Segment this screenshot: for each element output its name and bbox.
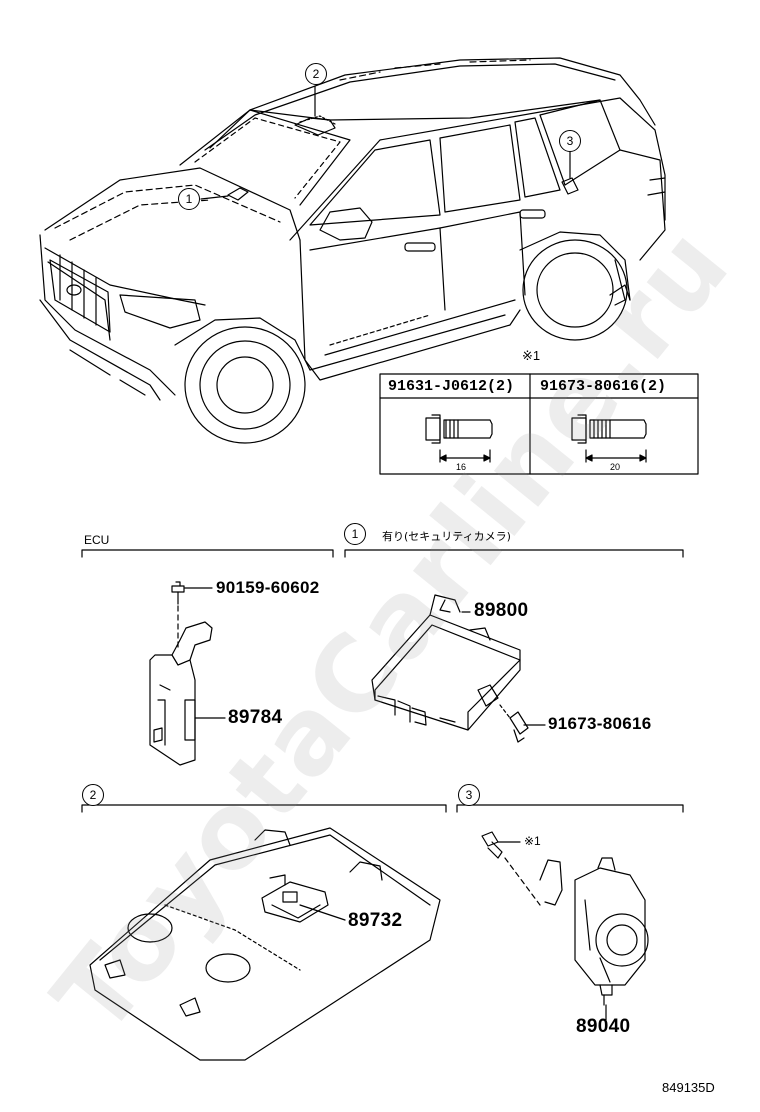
bolt-note-mark: ※1 [524, 834, 541, 848]
section-brackets [81, 549, 684, 813]
bolt-table-col1-part: 91631-J0612(2) [388, 378, 515, 395]
section-1-callout: 1 [344, 523, 366, 545]
section-1-title: 有り(セキュリティカメラ) [382, 530, 511, 543]
bolt-table [379, 373, 699, 475]
callout-1: 1 [178, 188, 200, 210]
note-mark: ※1 [522, 348, 541, 363]
section-ecu-title: ECU [84, 533, 110, 547]
part-89040[interactable]: 89040 [576, 1016, 631, 1037]
bolt-table-col1-dim: 16 [456, 462, 467, 472]
part-90159-60602[interactable]: 90159-60602 [216, 578, 320, 597]
bolt-table-col2-dim: 20 [610, 462, 621, 472]
diagram-code: 849135D [662, 1080, 715, 1095]
section-3-callout: 3 [458, 784, 480, 806]
callout-3: 3 [559, 130, 581, 152]
leader-lines [184, 587, 607, 1021]
part-91673-80616[interactable]: 91673-80616 [548, 714, 652, 733]
callout-2: 2 [305, 63, 327, 85]
overhead-console-drawing [89, 827, 441, 1061]
bolt-16-drawing [425, 414, 493, 463]
part-89732[interactable]: 89732 [348, 910, 403, 931]
bolt-table-col2-part: 91673-80616(2) [540, 378, 667, 395]
ecu-bracket-drawing [149, 581, 213, 766]
part-89784[interactable]: 89784 [228, 707, 283, 728]
side-camera-drawing [481, 831, 649, 1006]
part-89800[interactable]: 89800 [474, 600, 529, 621]
camera-ecu-drawing [371, 594, 529, 743]
vehicle-illustration [39, 57, 666, 444]
bolt-20-drawing [571, 414, 647, 463]
section-2-callout: 2 [82, 784, 104, 806]
